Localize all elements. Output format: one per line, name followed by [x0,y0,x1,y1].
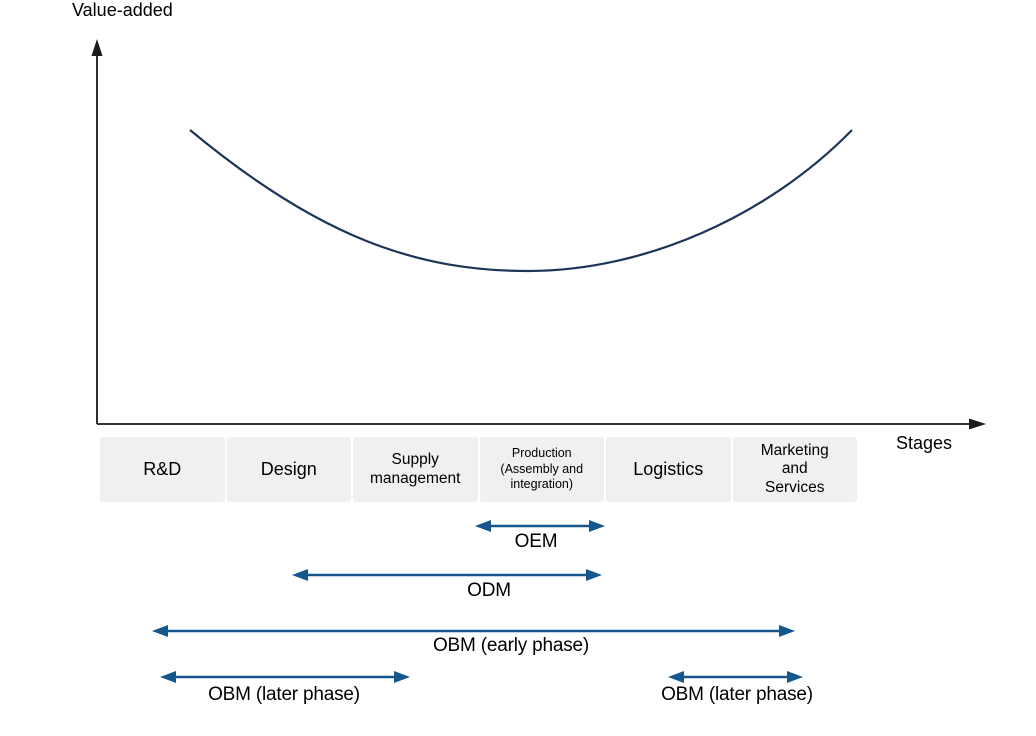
obm-early-phase-label: OBM (early phase) [432,635,590,656]
stage-box-production: Production (Assembly and integration) [479,437,604,502]
x-axis-label: Stages [896,433,953,453]
stage-box-logistics: Logistics [606,437,731,502]
obm-later-left-left-arrowhead-icon [160,671,176,683]
stage-box-supply-management: Supply management [353,437,478,502]
obm-later-phase-left-label: OBM (later phase) [208,684,360,705]
stage-box-rd: R&D [100,437,225,502]
obm-later-right-right-arrowhead-icon [787,671,803,683]
oem-right-arrowhead-icon [589,520,605,532]
obm-later-right-range-arrow [668,671,803,683]
obm-early-left-arrowhead-icon [152,625,168,637]
y-axis-label: Value-added [72,0,173,20]
obm-later-left-right-arrowhead-icon [394,671,410,683]
obm-later-phase-right-label: OBM (later phase) [661,684,813,705]
stage-box-marketing-services: Marketing and Services [732,437,857,502]
y-axis-arrowhead-icon [91,39,103,56]
odm-label: ODM [467,580,511,601]
oem-left-arrowhead-icon [475,520,491,532]
obm-later-left-range-arrow [160,671,410,683]
obm-early-range-arrow [152,625,795,637]
x-axis-arrowhead-icon [969,418,986,430]
stage-box-design: Design [226,437,351,502]
oem-label: OEM [514,531,558,552]
odm-right-arrowhead-icon [586,569,602,581]
value-added-smile-curve [189,129,853,273]
stage-row: R&D Design Supply management Production … [100,437,857,502]
odm-left-arrowhead-icon [292,569,308,581]
obm-later-right-left-arrowhead-icon [668,671,684,683]
obm-early-right-arrowhead-icon [779,625,795,637]
odm-range-arrow [292,569,602,581]
oem-range-arrow [475,520,605,532]
